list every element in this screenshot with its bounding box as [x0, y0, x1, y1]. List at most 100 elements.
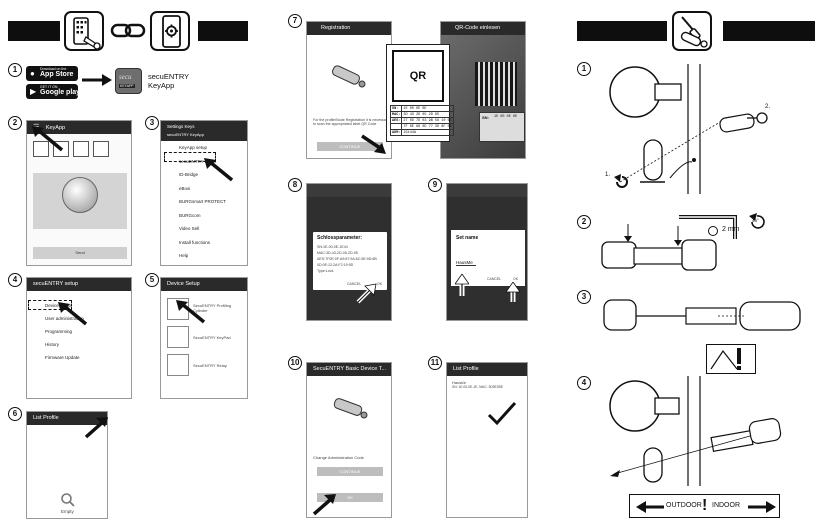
qr-scan-title: QR-Code einlesen: [455, 25, 501, 31]
list-profile-titlebar: List Profile: [27, 412, 107, 425]
device-setup-title: Device Setup: [167, 281, 200, 287]
cylinder-assembly-illustration-2: [598, 222, 768, 287]
settings-menu-item[interactable]: Install functions: [179, 239, 211, 245]
empty-state-label: Empty: [61, 509, 74, 514]
registration-text: For the profile/Node Registration it is …: [313, 118, 389, 127]
warning-exclamation-icon: !: [702, 497, 708, 514]
screen-device-admin: SecuENTRY Basic Device T... Change Admin…: [306, 362, 392, 518]
hex-size-circle-icon: [708, 226, 718, 236]
header-bar-left-2: [198, 21, 248, 41]
device-admin-cylinder-image: [331, 395, 371, 426]
dashed-highlight-4: [28, 300, 72, 310]
app-store-badge[interactable]: ● Download on the App Store: [26, 66, 78, 81]
header-bar-right-2: [723, 21, 815, 41]
pointer-arrow-9a: [454, 273, 470, 303]
keyapp-icon-row: [33, 141, 127, 157]
indoor-label: INDOOR: [712, 502, 740, 509]
settings-menu-item[interactable]: BURGsmart PROTECT: [179, 199, 227, 204]
tile-add-icon[interactable]: [93, 141, 109, 157]
phone-settings-icon: [150, 11, 190, 51]
pointer-arrow-7: [360, 134, 386, 159]
arrow-left-icon: [636, 501, 664, 513]
header-bar-left-1: [8, 21, 60, 41]
settings-menu-item[interactable]: BURGcom: [179, 212, 201, 218]
right-step-number-2: 2: [577, 215, 591, 229]
secuentry-setup-item[interactable]: User administration: [45, 316, 84, 321]
header-bar-right-1: [577, 21, 667, 41]
step-number-8: 8: [288, 178, 302, 192]
device-option-keypad[interactable]: [167, 326, 189, 348]
screwdriver-cylinder-icon: [672, 11, 712, 51]
key-icon: [747, 111, 769, 130]
door-knob-illustration-1: [600, 64, 790, 199]
step-number-4: 4: [8, 273, 22, 287]
keyapp-icon-subtext: KEYAPP: [119, 84, 135, 88]
secuentry-setup-item[interactable]: History: [45, 342, 60, 347]
device-admin-ok-button[interactable]: OK: [317, 493, 383, 502]
keyapp-dial-icon[interactable]: [62, 177, 98, 213]
set-name-input[interactable]: HausMe: [456, 260, 476, 266]
pointer-arrow-10: [310, 494, 336, 523]
settings-menu-item[interactable]: KeyApp setup: [179, 145, 208, 150]
qr-data-key: ADM:: [389, 129, 403, 136]
lock-param-line: MAC:3D-43-2D-05-2D-95: [317, 251, 358, 255]
right-step-number-1: 1: [577, 62, 591, 76]
lock-params-ok-button[interactable]: OK: [377, 282, 383, 286]
set-name-cancel-button[interactable]: CANCEL: [487, 277, 502, 281]
secuentry-setup-item[interactable]: Firmware Update: [45, 355, 80, 360]
send-button[interactable]: Send: [33, 247, 127, 259]
secuentry-setup-item[interactable]: Device setup: [45, 303, 72, 308]
app-name-line1: secuENTRY: [148, 72, 190, 81]
step-number-3: 3: [145, 116, 159, 130]
lock-param-line: AES:7F0E:0F:A9:67:9A:6C:5E:9D:6B: [317, 257, 377, 261]
device-setup-titlebar: Device Setup: [161, 278, 247, 291]
device-option-relay[interactable]: [167, 354, 189, 376]
screen-registration: Registration For the profile/Node Regist…: [306, 21, 392, 159]
step-number-7: 7: [288, 14, 302, 28]
orientation-box: OUTDOOR ! INDOOR: [629, 494, 780, 518]
checkmark-icon: [487, 401, 517, 432]
qr-placeholder: QR: [392, 50, 444, 102]
pointer-arrow-8: [355, 283, 377, 310]
qr-data-value: 1Gt44A: [401, 129, 454, 136]
continue-button[interactable]: CONTINUE: [317, 142, 383, 151]
device-option-relay-label: SecuENTRY Relay: [193, 363, 227, 368]
settings-menu-item[interactable]: Help: [179, 253, 189, 258]
step1-label-2: 2.: [765, 104, 771, 110]
tile-box-icon[interactable]: [73, 141, 89, 157]
camera-label-table: SN: 1E 00 0E 0E: [479, 112, 525, 142]
keypad-cylinder-icon: [64, 11, 104, 51]
step1-label-1: 1.: [605, 172, 611, 178]
set-name-ok-button[interactable]: OK: [513, 277, 519, 281]
qr-placeholder-label: QR: [409, 70, 427, 82]
screen-device-setup: Device Setup SecuENTRY Profiling Cylinde…: [160, 277, 248, 399]
lock-params-titlebar: [307, 184, 391, 197]
outdoor-label: OUTDOOR: [666, 502, 702, 509]
settings-menu-item[interactable]: Video Sell: [179, 226, 200, 231]
search-icon: [60, 492, 76, 513]
step-number-6: 6: [8, 407, 22, 421]
screen-set-name: Set name HausMe CANCEL OK: [446, 183, 528, 321]
secuentry-setup-title: secuENTRY setup: [33, 281, 79, 287]
settings-menu-item[interactable]: eBoxi: [179, 185, 191, 191]
tile-keypad-icon[interactable]: [33, 141, 49, 157]
secuentry-setup-item[interactable]: Programming: [45, 329, 73, 334]
door-knob-illustration-4: [600, 376, 795, 491]
qr-data-row: ADM:1Gt44A: [389, 129, 454, 136]
link-chain-icon: [110, 20, 146, 42]
settings-menu-item[interactable]: ID-Bridge: [179, 172, 199, 177]
degrees-label: 45°: [752, 218, 759, 223]
profile-item-name[interactable]: Haustür: [452, 380, 467, 385]
set-name-titlebar: [447, 184, 527, 197]
lock-params-cancel-button[interactable]: CANCEL: [347, 282, 362, 286]
device-admin-continue-button[interactable]: CONTINUE: [317, 467, 383, 476]
right-step-number-4: 4: [577, 376, 591, 390]
secuentry-setup-titlebar: secuENTRY setup: [27, 278, 131, 291]
set-name-dialog-title: Set name: [456, 235, 479, 241]
google-play-badge[interactable]: ▶ GET IT ON Google play: [26, 84, 80, 99]
app-store-caption: Download on the: [40, 67, 67, 71]
